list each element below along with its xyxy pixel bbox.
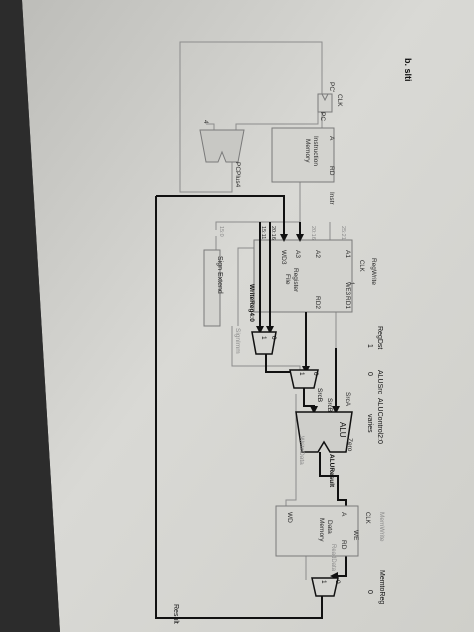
readdata-label: ReadData [330,544,336,572]
pc-label: PC [319,112,326,121]
memtoreg-mux-in0: 0 [334,580,341,584]
pcplus4-wire [179,41,323,193]
paper-sheet [22,0,474,632]
memtoreg-mux-in1: 1 [320,580,327,584]
register-file [253,239,353,313]
alu [295,411,353,453]
field-label-rt-dest: 20:16 [270,226,276,240]
regwrite-label: RegWrite [370,258,377,285]
arrowhead-a3 [280,234,288,242]
dmem-a-label: A [340,512,347,517]
instr-field-bus [215,210,301,230]
regfile-a1-label: A1 [344,250,351,258]
sign-extend-label: Sign Extend [216,256,223,294]
regdst-label: RegDst [376,326,383,349]
result-to-regfile-wire [237,247,254,326]
memtoreg-value: 0 [366,590,373,594]
regdst-mux-in1: 1 [260,336,267,340]
arrowhead-mux1 [256,326,264,334]
pc-to-adder-wire [235,112,319,132]
hl-result-wire [155,196,323,619]
srcb-label: SrcB [316,388,323,402]
dmem-name-line2: Memory [318,518,325,542]
field-label-rt: 20:16 [310,226,316,240]
regdst-mux-in0: 0 [270,336,277,340]
alusrc-mux-in1: 1 [298,372,305,376]
four-to-adder-wire [206,123,215,132]
regfile-a2-label: A2 [314,250,321,258]
adder-four-label: 4 [202,120,209,124]
pc-prime-label: PC' [328,82,335,92]
pc-register [317,93,333,113]
regfile-rd2-label: RD2 [314,296,321,309]
hl-writereg-wire [265,354,292,373]
pcplus4-label: PCPlus4 [234,162,241,188]
writereg-label: WriteReg4:0 [248,284,255,322]
memwrite-label: MemWrite [378,512,385,542]
imem-a-label: A [328,136,335,141]
pc-clock-triangle [321,93,329,102]
zero-label: Zero [346,438,353,452]
imem-rd-label: RD [328,166,335,176]
regdst-mux [251,331,277,355]
alu-srcb-label: SrcB [326,398,333,412]
regdst-value: 1 [366,344,373,348]
regfile-a3-label: A3 [294,250,301,258]
dmem-rd-label: RD [340,540,347,550]
srca-label: SrcA [344,392,351,407]
regfile-one-label: 1 [348,282,354,286]
data-memory [275,505,359,557]
regfile-we3-label: WE3 [344,282,350,296]
writedata-wire [285,394,297,506]
figure-title: b. slti [403,58,413,82]
result-label: Result [172,604,179,624]
signimm-label: SignImm [234,328,241,354]
alusrc-value: 0 [366,372,373,376]
regfile-name-line2: File [284,274,291,285]
field-label-rd: 15:11 [260,226,266,239]
instruction-memory [271,127,335,183]
hl-aluresult-wire [319,452,347,577]
dmem-clk-label: CLK [364,512,370,524]
field-label-rs: 25:21 [340,226,346,240]
imem-name-line1: Instruction [312,136,319,166]
alu-label: ALU [338,422,347,438]
arrowhead-a1 [296,234,304,242]
arrowhead-alu-b [310,406,318,414]
dmem-we-label: WE [352,530,359,541]
writedata-label: WriteData [298,436,305,465]
alusrc-label: ALUSrc [376,370,383,395]
dmem-wd-label: WD [286,512,293,523]
aluresult-label: ALUResult [328,454,335,488]
memtoreg-mux [311,577,339,597]
arrowhead-mux0 [266,326,274,334]
regfile-rd1-label: RD1 [344,296,351,309]
memtoreg-label: MemtoReg [378,570,385,604]
hl-instr-bus [156,195,285,240]
alucontrol-label: ALUControl2:0 [376,398,383,444]
paper-shadow [0,0,60,632]
regfile-clk-label: CLK [358,260,364,272]
sign-extend-unit [203,249,221,327]
instr-label: Instr [328,192,335,205]
dmem-name-line1: Data [326,520,333,534]
pcplus4-adder [199,129,245,163]
field-label-imm: 15:0 [218,226,224,237]
pc-clk-label: CLK [336,94,343,107]
imem-name-line2: Memory [304,139,311,163]
regfile-wd3-label: WD3 [280,250,287,265]
alusrc-mux [289,369,319,389]
alusrc-mux-in0: 0 [312,372,319,376]
arrowhead-alu-a [332,406,340,414]
regfile-name-line1: Register [292,268,299,293]
alucontrol-value: varies [366,414,373,433]
